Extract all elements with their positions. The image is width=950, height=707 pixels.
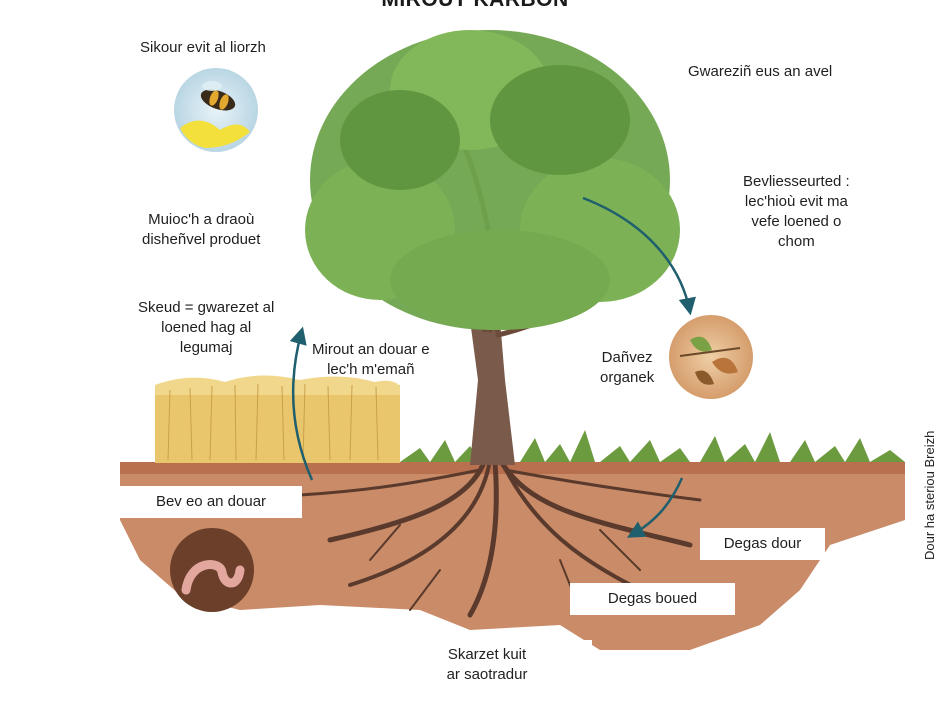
label-pollution-removal: Skarzet kuit ar saotradur — [382, 640, 592, 690]
tree-canopy — [305, 30, 680, 330]
bee-icon — [174, 68, 258, 152]
label-diversify: Muioc'h a draoù disheñvel produet — [142, 210, 260, 250]
earthworm-icon — [170, 528, 254, 612]
image-credit: Dour ha steriou Breizh — [922, 440, 944, 560]
label-wind-protection: Gwareziñ eus an avel — [688, 62, 832, 82]
label-shade: Skeud = gwarezet al loened hag al leguma… — [138, 298, 274, 358]
label-keep-soil: Mirout an douar e lec'h m'emañ — [312, 340, 430, 380]
label-nutrient-supply: Degas boued — [570, 583, 735, 615]
label-living-soil: Bev eo an douar — [120, 486, 302, 518]
label-water-supply: Degas dour — [700, 528, 825, 560]
label-organic-matter: Dañvez organek — [600, 348, 654, 388]
leaf-litter-icon — [669, 315, 753, 399]
tree-trunk — [470, 320, 515, 465]
label-pollinator: Sikour evit al liorzh — [140, 38, 266, 58]
label-biodiversity: Bevliesseurted : lec'hioù evit ma vefe l… — [743, 172, 850, 252]
wheat-field — [155, 375, 400, 463]
